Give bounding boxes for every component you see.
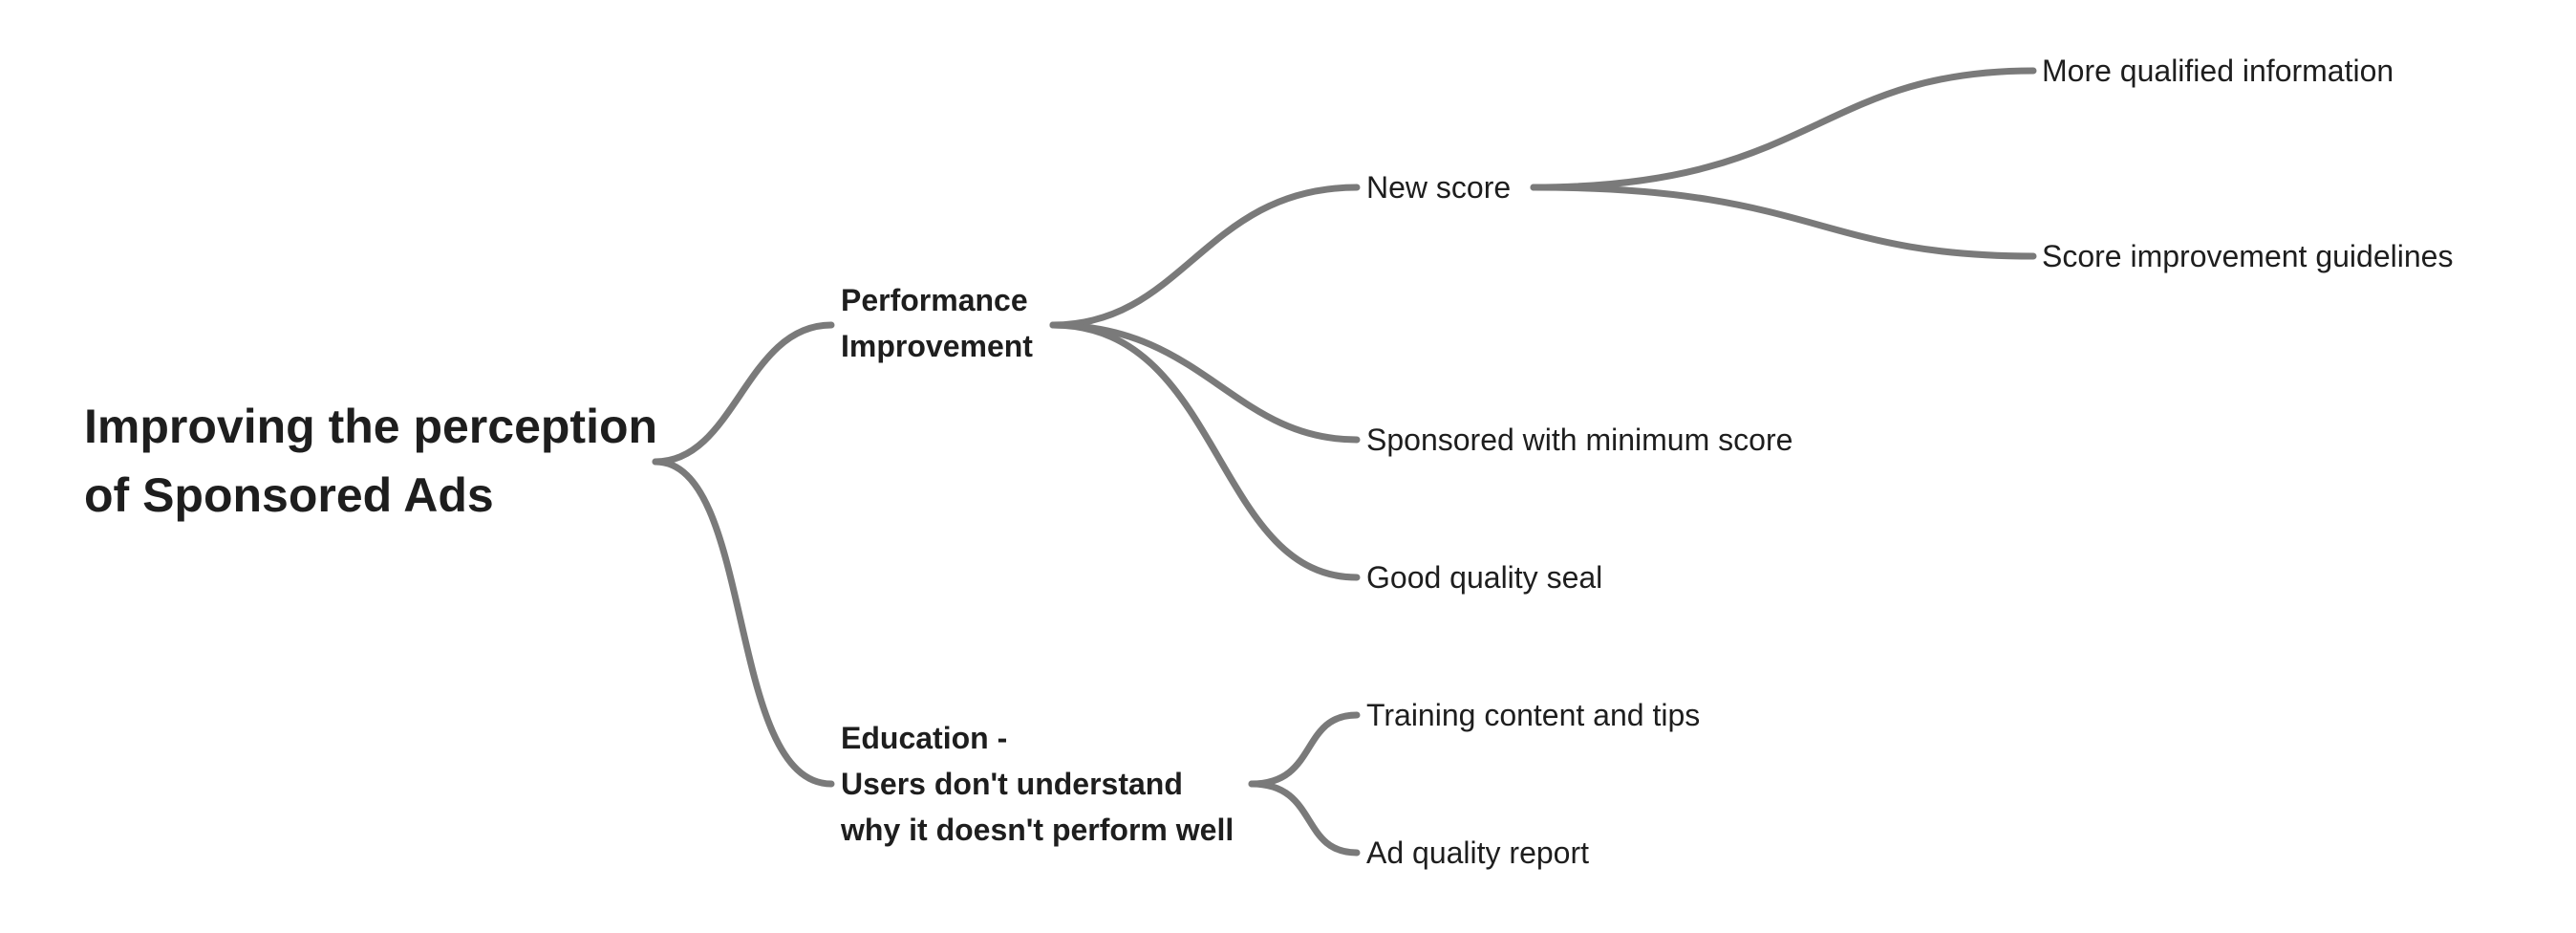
connector-performance-seal (1049, 321, 1361, 581)
node-sponsored-minimum-score[interactable]: Sponsored with minimum score (1366, 423, 1793, 457)
branch-node-line: Education - (841, 721, 1008, 755)
root-node[interactable]: Improving the perception of Sponsored Ad… (84, 392, 657, 530)
root-node-line: of Sponsored Ads (84, 468, 494, 522)
node-training-content[interactable]: Training content and tips (1366, 698, 1701, 732)
node-good-quality-seal[interactable]: Good quality seal (1366, 560, 1603, 595)
node-more-qualified-information[interactable]: More qualified information (2042, 54, 2394, 88)
connector-performance-new-score (1049, 184, 1361, 329)
branch-node-line: Performance (841, 283, 1028, 317)
branch-node-performance-improvement[interactable]: Performance Improvement (841, 277, 1033, 369)
connector-performance-sponsored (1049, 321, 1361, 444)
branch-node-line: Users don't understand (841, 767, 1183, 801)
branch-node-line: why it doesn't perform well (841, 813, 1234, 847)
node-ad-quality-report[interactable]: Ad quality report (1366, 835, 1590, 870)
connector-education-training (1248, 711, 1361, 788)
connector-new-score-qualified (1530, 67, 2037, 191)
root-node-line: Improving the perception (84, 400, 658, 453)
connector-root-performance (652, 321, 835, 466)
connector-new-score-guidelines (1530, 184, 2037, 260)
node-new-score[interactable]: New score (1366, 170, 1512, 205)
branch-node-education[interactable]: Education - Users don't understand why i… (841, 715, 1234, 853)
connector-root-education (652, 458, 835, 788)
connector-education-report (1248, 780, 1361, 857)
node-score-improvement-guidelines[interactable]: Score improvement guidelines (2042, 239, 2454, 273)
branch-node-line: Improvement (841, 329, 1033, 363)
